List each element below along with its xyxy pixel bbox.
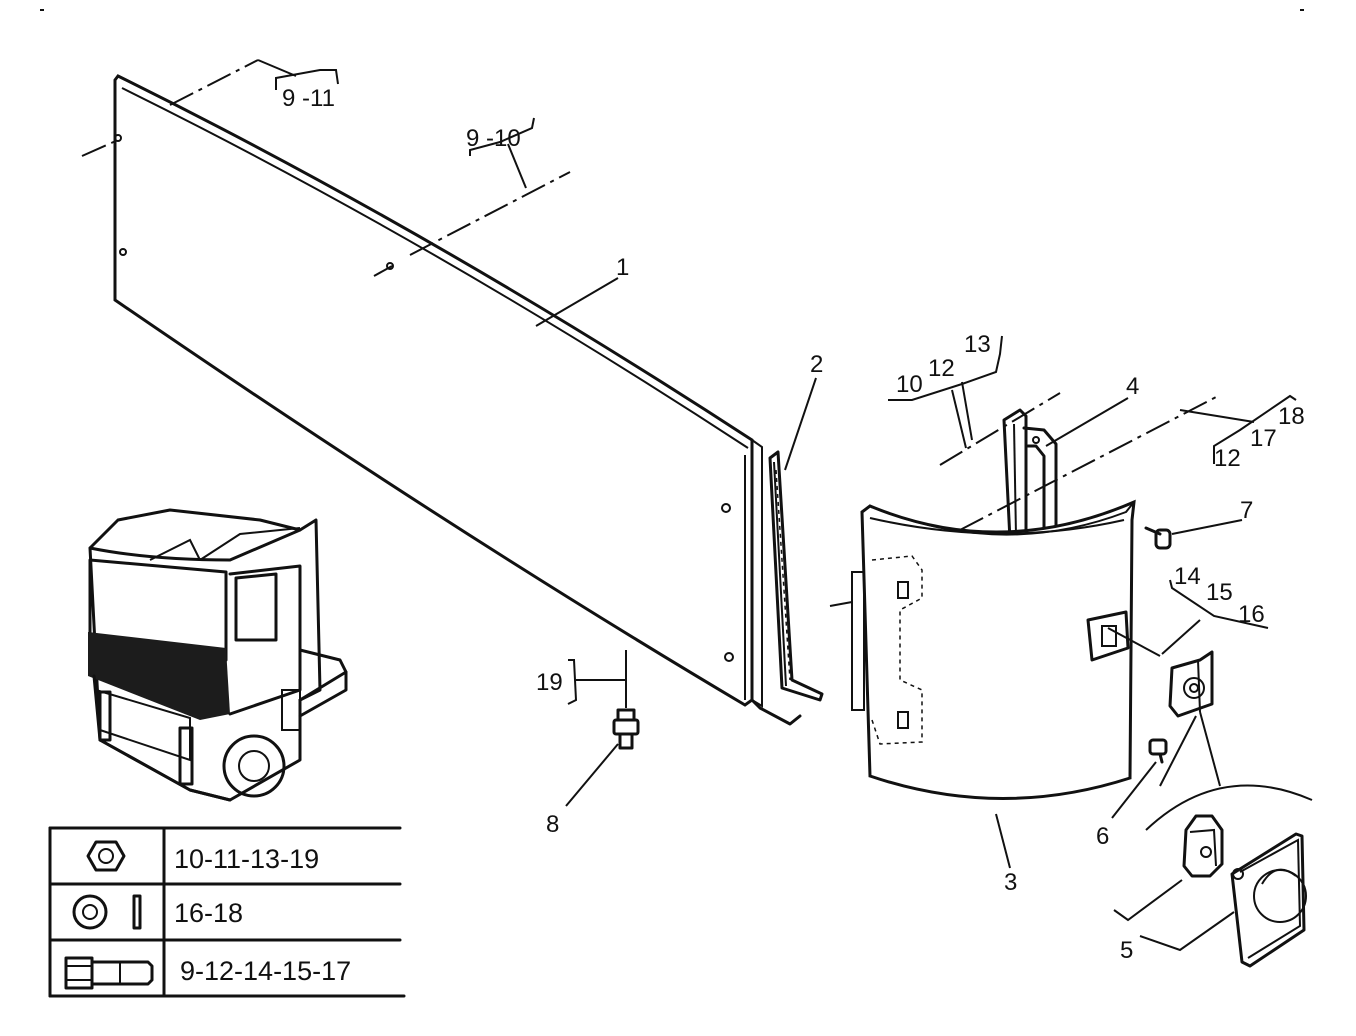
callout-3: 3 xyxy=(1004,869,1017,896)
fastener-legend: 10-11-13-19 16-18 9-12-14-15-17 xyxy=(48,826,406,998)
screw-6 xyxy=(1148,738,1168,764)
callout-group-10-12-13: 10 12 13 xyxy=(888,331,1003,449)
callout-15: 15 xyxy=(1206,579,1233,606)
callout-9-11: 9 -11 xyxy=(282,85,335,112)
callout-2: 2 xyxy=(810,351,823,378)
callout-9-10: 9 -10 xyxy=(466,125,521,152)
access-door xyxy=(829,499,1136,800)
bolt-icon xyxy=(64,956,154,990)
front-panel xyxy=(113,74,763,708)
callout-12a: 12 xyxy=(928,355,955,382)
callout-10: 10 xyxy=(896,371,923,398)
legend-label-washers: 16-18 xyxy=(174,898,243,928)
legend-label-bolts: 9-12-14-15-17 xyxy=(180,956,351,986)
callout-19: 19 xyxy=(536,669,563,696)
callout-6: 6 xyxy=(1096,823,1109,850)
callout-13: 13 xyxy=(964,331,991,358)
callout-group-9-10: 9 -10 xyxy=(466,117,535,189)
washer-icon xyxy=(72,894,142,930)
callout-group-19: 19 xyxy=(536,659,626,705)
truck-cab-illustration xyxy=(88,508,348,802)
callout-14: 14 xyxy=(1174,563,1201,590)
latch-detail-view xyxy=(1145,711,1313,968)
nut-icon xyxy=(86,840,126,872)
callout-12b: 12 xyxy=(1214,445,1241,472)
callout-group-14-15-16: 14 15 16 xyxy=(1169,563,1269,629)
callout-8: 8 xyxy=(546,811,559,838)
callout-7: 7 xyxy=(1240,497,1253,524)
mounting-bracket xyxy=(1002,408,1058,542)
callout-4: 4 xyxy=(1126,373,1139,400)
seal-strip xyxy=(750,450,824,726)
callout-group-9-11: 9 -11 xyxy=(257,59,339,112)
screw-7 xyxy=(1144,526,1172,550)
legend-label-nuts: 10-11-13-19 xyxy=(174,844,319,874)
callout-16: 16 xyxy=(1238,601,1265,628)
latch-block xyxy=(1168,650,1214,718)
callout-17: 17 xyxy=(1250,425,1277,452)
callout-1: 1 xyxy=(616,254,629,281)
callout-5: 5 xyxy=(1120,937,1133,964)
callout-18: 18 xyxy=(1278,403,1305,430)
callout-group-12-17-18: 12 17 18 xyxy=(1179,394,1305,472)
stud-8 xyxy=(612,650,640,750)
